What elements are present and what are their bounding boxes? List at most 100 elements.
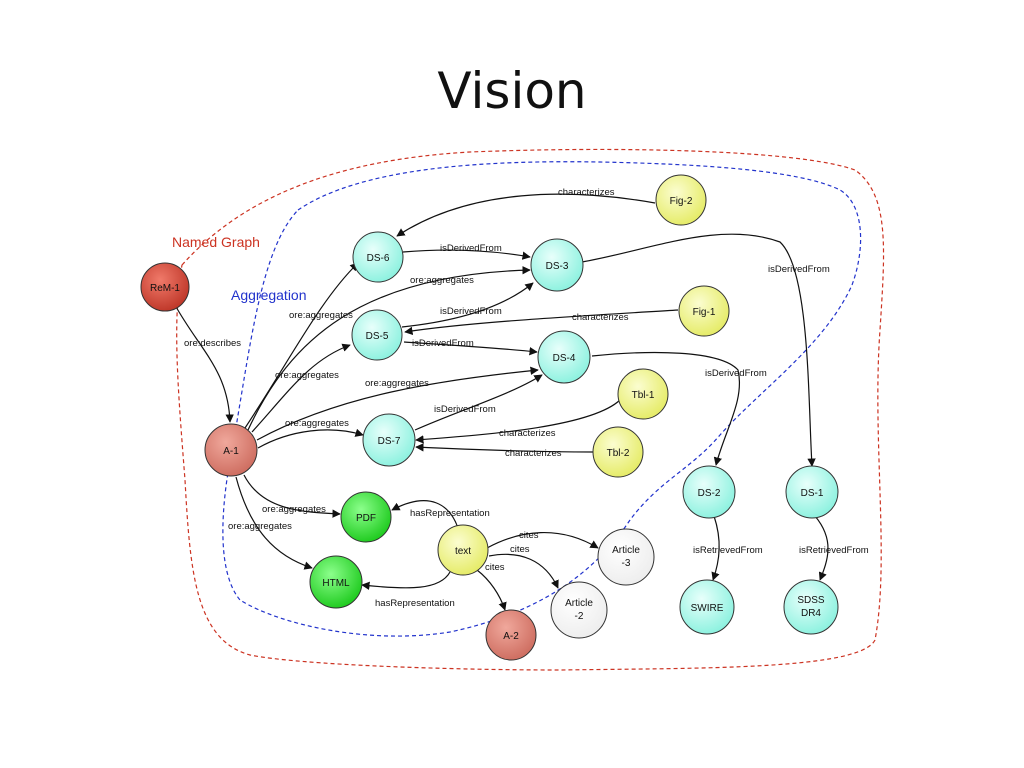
edge-label-is-derived-from: isDerivedFrom <box>440 306 502 317</box>
named-graph-boundary <box>176 148 885 671</box>
edge-text-article3 <box>486 532 599 549</box>
node-label: DS-4 <box>553 353 576 364</box>
node-label: SDSS <box>797 595 825 606</box>
edge-label-is-derived-from: isDerivedFrom <box>440 243 502 254</box>
node-fig1: Fig-1 <box>678 285 730 337</box>
node-label: -3 <box>622 558 631 569</box>
edge-ds1-sdss <box>814 515 829 581</box>
edge-tbl2-ds7 <box>415 443 595 453</box>
node-label: text <box>455 546 471 557</box>
edge-label-ore-aggregates: ore:aggregates <box>262 504 326 515</box>
node-tbl2: Tbl-2 <box>592 426 644 478</box>
node-article2: Article -2 <box>550 581 608 639</box>
edge-a1-pdf <box>243 474 341 518</box>
edge-label-characterizes: characterizes <box>505 448 562 459</box>
node-a1: A-1 <box>204 423 258 477</box>
node-label: Article <box>612 545 640 556</box>
edge-ds4-ds2 <box>591 351 740 466</box>
named-graph-label: Named Graph <box>172 234 260 250</box>
node-label: Article <box>565 598 593 609</box>
node-label: SWIRE <box>691 603 724 614</box>
edge-ds6-ds3 <box>402 249 531 260</box>
edge-label-is-derived-from: isDerivedFrom <box>434 404 496 415</box>
edge-a1-ds7 <box>257 428 364 449</box>
node-ds1: DS-1 <box>785 465 839 519</box>
node-article3: Article -3 <box>597 528 655 586</box>
edge-label-cites: cites <box>510 544 530 555</box>
node-label: Fig-2 <box>670 196 693 207</box>
node-a2: A-2 <box>485 609 537 661</box>
node-text: text <box>437 524 489 576</box>
node-swire: SWIRE <box>679 579 735 635</box>
edge-label-ore-aggregates: ore:aggregates <box>410 275 474 286</box>
node-label: DS-1 <box>801 488 824 499</box>
edge-a1-ds3 <box>247 266 531 431</box>
node-label: DR4 <box>801 608 821 619</box>
node-tbl1: Tbl-1 <box>617 368 669 420</box>
node-ds5: DS-5 <box>351 309 403 361</box>
edge-text-article2 <box>488 553 559 589</box>
node-label: Tbl-1 <box>632 390 655 401</box>
edge-rem1-a1 <box>174 304 234 423</box>
edge-label-has-representation: hasRepresentation <box>375 598 455 609</box>
node-ds6: DS-6 <box>352 231 404 283</box>
node-ds4: DS-4 <box>537 330 591 384</box>
aggregation-label: Aggregation <box>231 287 307 303</box>
edge-a1-html <box>235 476 313 570</box>
edge-label-ore-aggregates: ore:aggregates <box>285 418 349 429</box>
node-label: DS-7 <box>378 436 401 447</box>
edge-label-cites: cites <box>485 562 505 573</box>
node-label: A-2 <box>503 631 519 642</box>
node-sdss-dr4: SDSS DR4 <box>783 579 839 635</box>
node-html: HTML <box>309 555 363 609</box>
edge-fig1-ds5 <box>404 309 679 336</box>
edge-label-ore-aggregates: ore:aggregates <box>289 310 353 321</box>
edge-ds5-ds3 <box>401 282 534 328</box>
node-label: PDF <box>356 513 376 524</box>
node-label: DS-5 <box>366 331 389 342</box>
node-label: HTML <box>322 578 350 589</box>
edge-label-is-derived-from: isDerivedFrom <box>705 368 767 379</box>
edge-text-a2 <box>476 569 507 611</box>
edge-text-html <box>361 571 451 590</box>
edge-a1-ds4 <box>256 366 539 441</box>
edge-fig2-ds6 <box>396 193 656 237</box>
node-label: ReM-1 <box>150 283 180 294</box>
edge-tbl1-ds7 <box>415 399 621 444</box>
edge-label-characterizes: characterizes <box>499 428 556 439</box>
node-ds2: DS-2 <box>682 465 736 519</box>
edge-label-is-retrieved-from: isRetrievedFrom <box>799 545 869 556</box>
edge-label-ore-aggregates: ore:aggregates <box>228 521 292 532</box>
edge-ds3-ds1 <box>581 233 816 467</box>
edge-text-pdf <box>391 500 459 529</box>
edge-label-has-representation: hasRepresentation <box>410 508 490 519</box>
node-label: DS-6 <box>367 253 390 264</box>
edge-label-ore-aggregates: ore:aggregates <box>365 378 429 389</box>
node-label: -2 <box>575 611 584 622</box>
edge-ds2-swire <box>711 515 720 581</box>
edge-label-is-retrieved-from: isRetrievedFrom <box>693 545 763 556</box>
node-ds3: DS-3 <box>530 238 584 292</box>
edge-label-is-derived-from: isDerivedFrom <box>768 264 830 275</box>
node-label: DS-2 <box>698 488 721 499</box>
edge-label-ore-aggregates: ore:aggregates <box>275 370 339 381</box>
node-ds7: DS-7 <box>362 413 416 467</box>
edge-ds7-ds4 <box>414 374 543 431</box>
edge-label-characterizes: characterizes <box>558 187 615 198</box>
edge-ds5-ds4 <box>403 341 538 356</box>
node-label: A-1 <box>223 446 239 457</box>
edge-a1-ds5 <box>251 343 351 433</box>
edge-label-cites: cites <box>519 530 539 541</box>
edge-label-is-derived-from: isDerivedFrom <box>412 338 474 349</box>
edge-a1-ds6 <box>244 262 359 429</box>
node-pdf: PDF <box>340 491 392 543</box>
edge-label-characterizes: characterizes <box>572 312 629 323</box>
node-label: Fig-1 <box>693 307 716 318</box>
slide-title: Vision <box>437 62 587 120</box>
node-rem1: ReM-1 <box>140 262 190 312</box>
node-fig2: Fig-2 <box>655 174 707 226</box>
node-label: Tbl-2 <box>607 448 630 459</box>
edge-label-ore-describes: ore:describes <box>184 338 241 349</box>
node-label: DS-3 <box>546 261 569 272</box>
